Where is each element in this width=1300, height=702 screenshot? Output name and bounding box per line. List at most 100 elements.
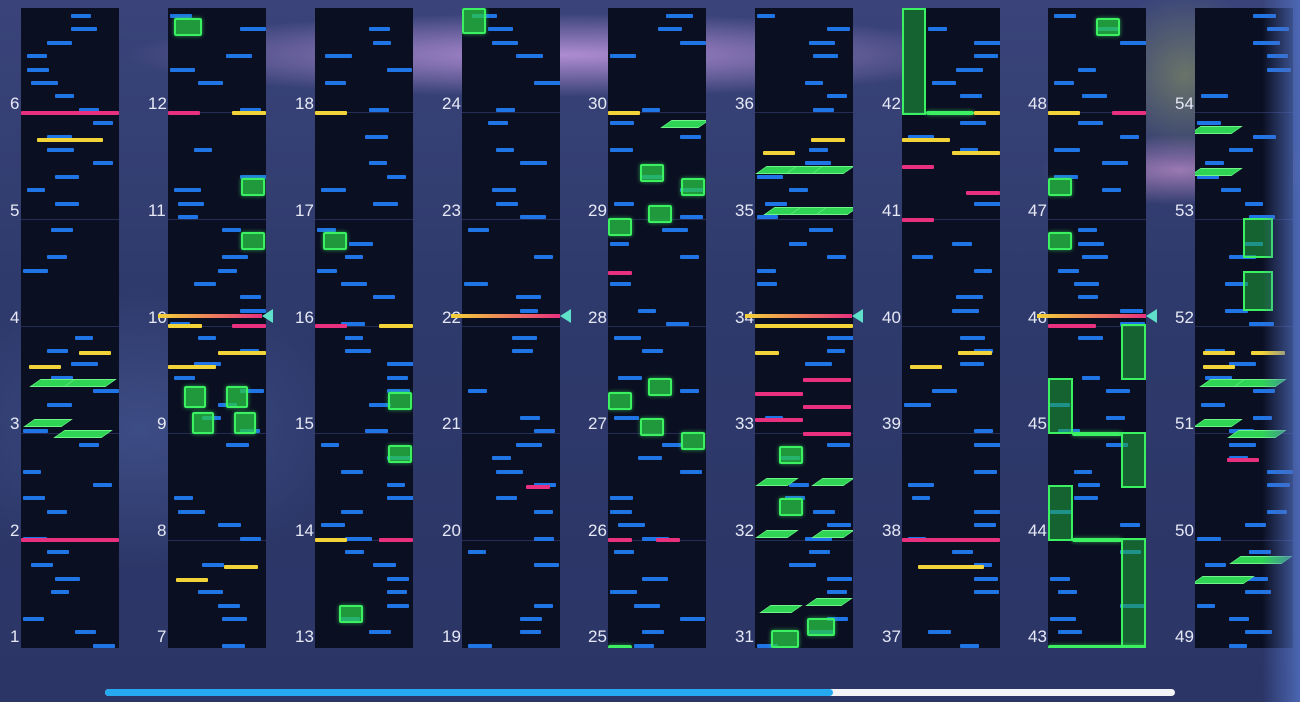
green-note bbox=[234, 412, 256, 434]
tap-note bbox=[952, 309, 979, 313]
tap-note bbox=[387, 590, 407, 594]
tap-note bbox=[373, 202, 398, 206]
tap-note bbox=[51, 590, 69, 594]
measure-number: 40 bbox=[882, 308, 901, 327]
slide-note bbox=[811, 530, 853, 538]
measure-number: 48 bbox=[1028, 94, 1047, 113]
measure-number: 31 bbox=[735, 627, 754, 646]
playhead-marker[interactable] bbox=[262, 309, 273, 323]
pink-note bbox=[232, 324, 266, 328]
yellow-note bbox=[1048, 111, 1080, 115]
tap-note bbox=[222, 617, 247, 621]
tap-note bbox=[174, 496, 193, 500]
tap-note bbox=[534, 510, 553, 514]
tap-note bbox=[1225, 309, 1248, 313]
tap-note bbox=[387, 389, 410, 393]
tap-note bbox=[468, 228, 489, 232]
tap-note bbox=[805, 81, 823, 85]
tap-note bbox=[932, 389, 957, 393]
tap-note bbox=[1245, 630, 1272, 634]
chart-column[interactable] bbox=[462, 8, 560, 648]
yellow-note bbox=[952, 151, 1000, 155]
tap-note bbox=[827, 577, 852, 581]
playhead-bar[interactable] bbox=[1037, 314, 1146, 318]
tap-note bbox=[642, 630, 664, 634]
tap-note bbox=[373, 563, 396, 567]
tap-note bbox=[222, 255, 248, 259]
green-note bbox=[1096, 18, 1120, 36]
chart-column[interactable] bbox=[902, 8, 1000, 648]
yellow-note bbox=[910, 365, 942, 369]
pink-note bbox=[21, 111, 119, 115]
pink-note bbox=[315, 324, 347, 328]
tap-note bbox=[492, 456, 511, 460]
slide-note bbox=[53, 430, 113, 438]
green-note bbox=[241, 178, 265, 196]
hold-note bbox=[902, 8, 926, 115]
green-note bbox=[241, 232, 265, 250]
chart-column[interactable] bbox=[1048, 8, 1146, 648]
tap-note bbox=[1058, 269, 1079, 273]
yellow-note bbox=[176, 578, 208, 582]
pink-note bbox=[902, 165, 934, 169]
playhead-marker[interactable] bbox=[1146, 309, 1157, 323]
green-note bbox=[1048, 232, 1072, 250]
tap-note bbox=[71, 14, 91, 18]
yellow-note bbox=[918, 565, 984, 569]
tap-note bbox=[960, 121, 986, 125]
tap-note bbox=[813, 54, 838, 58]
green-note bbox=[640, 164, 664, 182]
playhead-bar[interactable] bbox=[745, 314, 852, 318]
tap-note bbox=[1229, 617, 1249, 621]
tap-note bbox=[1050, 617, 1076, 621]
tap-note bbox=[198, 336, 216, 340]
tap-note bbox=[757, 282, 777, 286]
tap-note bbox=[805, 161, 831, 165]
tap-note bbox=[345, 255, 363, 259]
pink-note bbox=[803, 432, 851, 436]
chart-column[interactable] bbox=[755, 8, 853, 648]
tap-note bbox=[534, 81, 560, 85]
tap-note bbox=[827, 255, 846, 259]
tap-note bbox=[387, 362, 413, 366]
tap-note bbox=[534, 563, 559, 567]
measure-number: 6 bbox=[10, 94, 20, 113]
tap-note bbox=[1054, 81, 1074, 85]
measure-number: 14 bbox=[295, 521, 314, 540]
tap-note bbox=[387, 604, 409, 608]
measure-number: 20 bbox=[442, 521, 461, 540]
chart-column[interactable] bbox=[608, 8, 706, 648]
tap-note bbox=[1054, 148, 1080, 152]
playhead-bar[interactable] bbox=[451, 314, 560, 318]
tap-note bbox=[952, 242, 972, 246]
yellow-note bbox=[1203, 351, 1235, 355]
tap-note bbox=[468, 644, 492, 648]
hold-note bbox=[1121, 324, 1146, 380]
chart-column[interactable] bbox=[21, 8, 119, 648]
tap-note bbox=[520, 161, 547, 165]
measure-line bbox=[608, 326, 706, 327]
tap-note bbox=[813, 510, 835, 514]
measure-line bbox=[1195, 326, 1293, 327]
tap-note bbox=[1201, 94, 1228, 98]
yellow-note bbox=[1203, 365, 1235, 369]
chart-column[interactable] bbox=[315, 8, 413, 648]
playhead-marker[interactable] bbox=[560, 309, 571, 323]
tap-note bbox=[789, 563, 816, 567]
scroll-progress-fill[interactable] bbox=[105, 689, 833, 696]
tap-note bbox=[55, 175, 79, 179]
yellow-note bbox=[218, 351, 266, 355]
scroll-progress-track[interactable] bbox=[105, 689, 1175, 696]
tap-note bbox=[610, 590, 637, 594]
chart-column[interactable] bbox=[168, 8, 266, 648]
measure-line bbox=[315, 433, 413, 434]
playhead-marker[interactable] bbox=[852, 309, 863, 323]
tap-note bbox=[349, 242, 373, 246]
yellow-note bbox=[763, 151, 795, 155]
tap-note bbox=[680, 470, 702, 474]
playhead-bar[interactable] bbox=[158, 314, 262, 318]
tap-note bbox=[488, 27, 513, 31]
measure-line bbox=[1195, 540, 1293, 541]
green-note bbox=[388, 392, 412, 410]
tap-note bbox=[534, 255, 553, 259]
